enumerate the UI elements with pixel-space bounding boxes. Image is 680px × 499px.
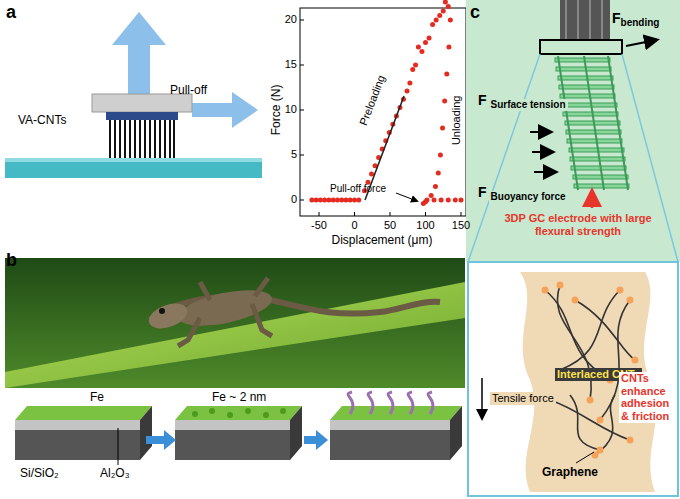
growth-steps — [15, 392, 462, 465]
panel-letter: c — [470, 2, 480, 23]
data-point — [429, 193, 434, 198]
part-label: Graphene — [540, 466, 600, 480]
data-point — [423, 40, 428, 45]
tick-label: 15 — [285, 58, 297, 71]
data-point — [352, 198, 357, 203]
data-point — [413, 63, 418, 68]
data-point — [326, 198, 331, 203]
data-point — [446, 45, 451, 50]
data-point — [430, 22, 435, 27]
data-point — [439, 198, 444, 203]
data-point — [331, 198, 336, 203]
pulloff-setup — [5, 12, 262, 178]
data-point — [318, 198, 323, 203]
force-subscript: Buoyancy force — [489, 191, 568, 203]
data-point — [438, 153, 443, 158]
force-label: F — [476, 92, 489, 108]
data-point — [446, 198, 451, 203]
data-point — [335, 198, 340, 203]
data-point — [314, 198, 319, 203]
tick-label: 10 — [285, 103, 297, 116]
force-label: F — [612, 10, 621, 26]
arrow-label: Pull-off — [170, 84, 207, 98]
data-point — [441, 9, 446, 14]
data-point — [322, 198, 327, 203]
annotation: CNTs enhance adhesion & friction — [619, 372, 677, 423]
inset — [468, 262, 678, 496]
force-subscript: Surface tension — [489, 99, 568, 111]
data-point — [453, 198, 458, 203]
data-point — [416, 45, 421, 50]
tick-label: 100 — [416, 219, 434, 232]
curve-label: Unloading — [451, 95, 464, 145]
material-label: Si/SiO₂ — [20, 467, 59, 481]
data-point — [410, 67, 415, 72]
data-point — [446, 4, 451, 9]
data-point — [437, 13, 442, 18]
data-point — [442, 99, 447, 104]
data-point — [448, 18, 453, 23]
annotation: Tensile force — [490, 392, 556, 405]
panel-letter: a — [6, 2, 16, 23]
material-label: Fe — [90, 391, 104, 405]
electrode-label: 3DP GC electrode with large flexural str… — [491, 212, 666, 237]
data-point — [434, 18, 439, 23]
curve-label: Preloading — [357, 73, 388, 127]
tick-label: 0 — [351, 219, 357, 232]
panel-letter: b — [6, 250, 17, 271]
data-point — [427, 36, 432, 41]
force-chart — [300, 0, 466, 216]
data-point — [348, 198, 353, 203]
data-point — [356, 198, 361, 203]
tick-label: -50 — [311, 219, 327, 232]
data-point — [459, 198, 464, 203]
axis-title: Force (N) — [270, 85, 284, 136]
data-point — [443, 0, 448, 5]
tick-label: 50 — [384, 219, 396, 232]
material-label: Fe ~ 2 nm — [212, 391, 266, 405]
material-label: Al₂O₃ — [100, 467, 130, 481]
curve-label: Pull-off force — [330, 183, 386, 195]
data-point — [432, 198, 437, 203]
data-point — [405, 88, 410, 93]
data-point — [444, 72, 449, 77]
force-subscript: bending — [621, 17, 660, 29]
gecko-photo — [5, 258, 465, 388]
force-label: F — [476, 184, 489, 200]
tick-label: 20 — [285, 13, 297, 26]
tick-label: 150 — [452, 219, 470, 232]
data-point — [423, 199, 428, 204]
data-point — [343, 198, 348, 203]
data-point — [440, 126, 445, 131]
part-label: VA-CNTs — [18, 114, 66, 128]
tick-label: 0 — [291, 193, 297, 206]
data-point — [433, 184, 438, 189]
tick-label: 5 — [291, 148, 297, 161]
data-point — [407, 81, 412, 86]
electrode-scene — [466, 0, 680, 262]
data-point — [436, 171, 441, 176]
data-point — [419, 49, 424, 54]
data-point — [339, 198, 344, 203]
data-point — [309, 198, 314, 203]
axis-title: Displacement (μm) — [332, 234, 433, 248]
